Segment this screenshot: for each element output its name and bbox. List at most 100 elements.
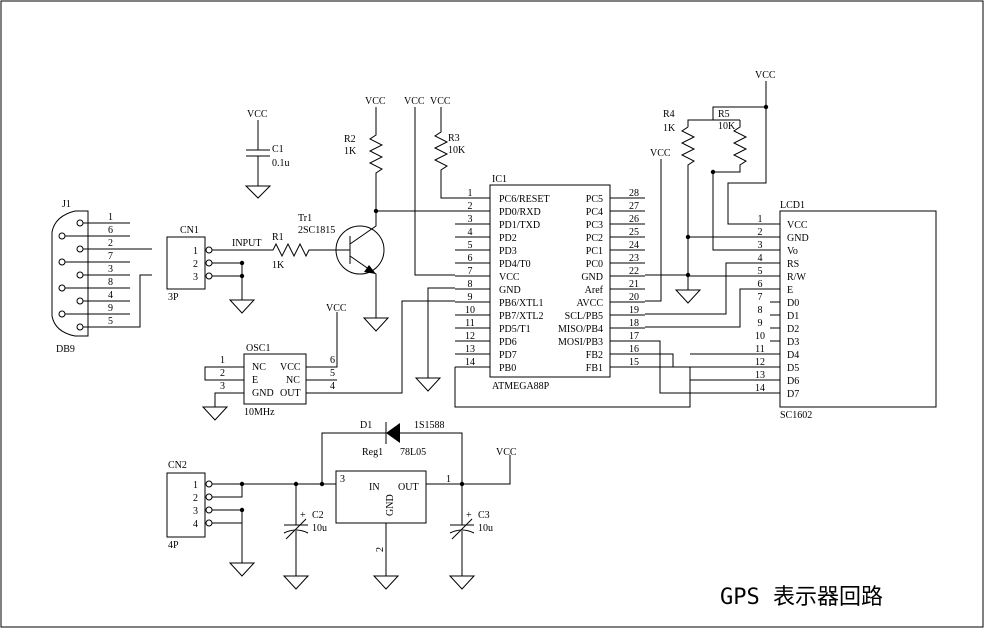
lcd1-part: SC1602: [780, 410, 812, 421]
ic1-pin-number: 6: [468, 253, 473, 264]
ic1-pin-name: MOSI/PB3: [558, 337, 603, 348]
d1-part: 1S1588: [414, 420, 445, 431]
osc-gnd: GND: [252, 388, 274, 399]
ic1-part: ATMEGA88P: [492, 381, 550, 392]
cn2-wires: [212, 432, 386, 563]
ic1-left-pins: 1PC6/RESET2PD0/RXD3PD1/TXD4PD25PD36PD4/T…: [455, 188, 550, 374]
junction-dot: [685, 234, 691, 240]
lcd1-pin-name: D0: [787, 298, 799, 309]
db9-label: DB9: [56, 344, 75, 355]
lcd1-pin-name: R/W: [787, 272, 806, 283]
ic1-pin-number: 21: [629, 279, 639, 290]
input-label: INPUT: [232, 238, 261, 249]
ic1-pin-number: 22: [629, 266, 639, 277]
ic1-pin-name: VCC: [499, 272, 520, 283]
lcd1-pin-name: RS: [787, 259, 799, 270]
lcd1-pin-number: 14: [755, 383, 765, 394]
lcd1-pin-number: 11: [755, 344, 765, 355]
ic1-pin-number: 10: [465, 305, 475, 316]
c2-plus: +: [300, 510, 306, 521]
ground-symbol: [282, 575, 310, 590]
cn2-label: CN2: [168, 460, 187, 471]
svg-text:8: 8: [108, 277, 113, 288]
ic1-pin-number: 17: [629, 331, 639, 342]
vcc-label-reg: VCC: [496, 447, 517, 458]
junction-dot: [685, 272, 691, 278]
wire-vcc-lcd1: [727, 107, 770, 225]
osc-nc-left: NC: [252, 362, 266, 373]
ic1-pin-number: 8: [468, 279, 473, 290]
svg-text:6: 6: [108, 225, 113, 236]
r4-value: 1K: [663, 123, 676, 134]
cn1-connector-body: [166, 236, 206, 290]
c1-capacitor: [246, 120, 270, 186]
wire-vcc-pin7: [414, 107, 455, 276]
ic1-pin-name: SCL/PB5: [565, 311, 603, 322]
ground-symbol: [244, 185, 272, 199]
cn1-wires: [212, 249, 268, 300]
ic1-pin-name: PB6/XTL1: [499, 298, 543, 309]
ic1-pin-name: PC5: [586, 194, 603, 205]
r3-value: 10K: [448, 145, 466, 156]
cn1-pin-1: 1: [193, 246, 198, 257]
osc-pin-1: 1: [220, 355, 225, 366]
junction-dot: [239, 260, 245, 266]
ic1-pin-number: 20: [629, 292, 639, 303]
osc-out: OUT: [280, 388, 301, 399]
j1-pin-numbers: 1 6 2 7 3 8 4 9 5: [108, 212, 113, 327]
osc-pin-4: 4: [330, 381, 335, 392]
ic1-pin-name: FB2: [586, 350, 603, 361]
c1-label: C1: [272, 144, 284, 155]
cn2-pin-4: 4: [193, 519, 198, 530]
ic1-pin-name: PD5/T1: [499, 324, 531, 335]
reg1-body: [335, 470, 427, 524]
ic1-pin-number: 14: [465, 357, 475, 368]
osc-pin-5: 5: [330, 368, 335, 379]
junction-dot: [239, 507, 245, 513]
junction-dot: [239, 273, 245, 279]
svg-text:3: 3: [108, 264, 113, 275]
ground-symbol: [674, 289, 702, 304]
wire-vcc-r5: [712, 81, 767, 120]
lcd1-pins: 1VCC2GND3Vo4RS5R/W6E7D08D19D210D311D412D…: [755, 214, 809, 400]
lcd1-pin-number: 3: [758, 240, 763, 251]
d1-diode: [386, 423, 400, 443]
lcd1-pin-name: D7: [787, 389, 799, 400]
reg-pin-3: 3: [340, 474, 345, 485]
wire-r4-top: [687, 119, 713, 127]
tr1-part: 2SC1815: [298, 225, 335, 236]
ic1-right-pins: 28PC527PC426PC325PC224PC123PC022GND21Are…: [558, 188, 645, 374]
r5-label: R5: [718, 109, 730, 120]
lcd1-label: LCD1: [780, 200, 805, 211]
ic1-pin-number: 9: [468, 292, 473, 303]
vcc-label-r5: VCC: [755, 70, 776, 81]
osc1-value: 10MHz: [244, 407, 275, 418]
c2-label: C2: [312, 510, 324, 521]
ic1-pin-name: PC4: [586, 207, 603, 218]
cn2-pin-circles: [205, 480, 213, 527]
ic1-pin-number: 19: [629, 305, 639, 316]
reg-gnd-label: GND: [385, 494, 396, 516]
wire-d1: [400, 432, 463, 484]
lcd1-pin-name: D5: [787, 363, 799, 374]
lcd1-pin-number: 1: [758, 214, 763, 225]
cn1-type: 3P: [168, 292, 179, 303]
c2-value: 10u: [312, 523, 327, 534]
ic1-pin-number: 12: [465, 331, 475, 342]
cn2-connector-body: [166, 472, 206, 538]
svg-text:5: 5: [108, 316, 113, 327]
junction-dot: [319, 481, 325, 487]
ic1-pin-number: 26: [629, 214, 639, 225]
c2-capacitor: [283, 484, 309, 576]
ic1-pin-number: 18: [629, 318, 639, 329]
ic1-pin-number: 5: [468, 240, 473, 251]
ic1-pin-name: PD1/TXD: [499, 220, 540, 231]
lcd1-pin-name: D2: [787, 324, 799, 335]
junction-dot: [710, 169, 716, 175]
ic1-pin-name: PC2: [586, 233, 603, 244]
ic1-pin-number: 15: [629, 357, 639, 368]
lcd1-pin-name: Vo: [787, 246, 798, 257]
r1-resistor: [268, 242, 334, 258]
ic1-pin-name: PC3: [586, 220, 603, 231]
lcd1-pin-name: E: [787, 285, 793, 296]
